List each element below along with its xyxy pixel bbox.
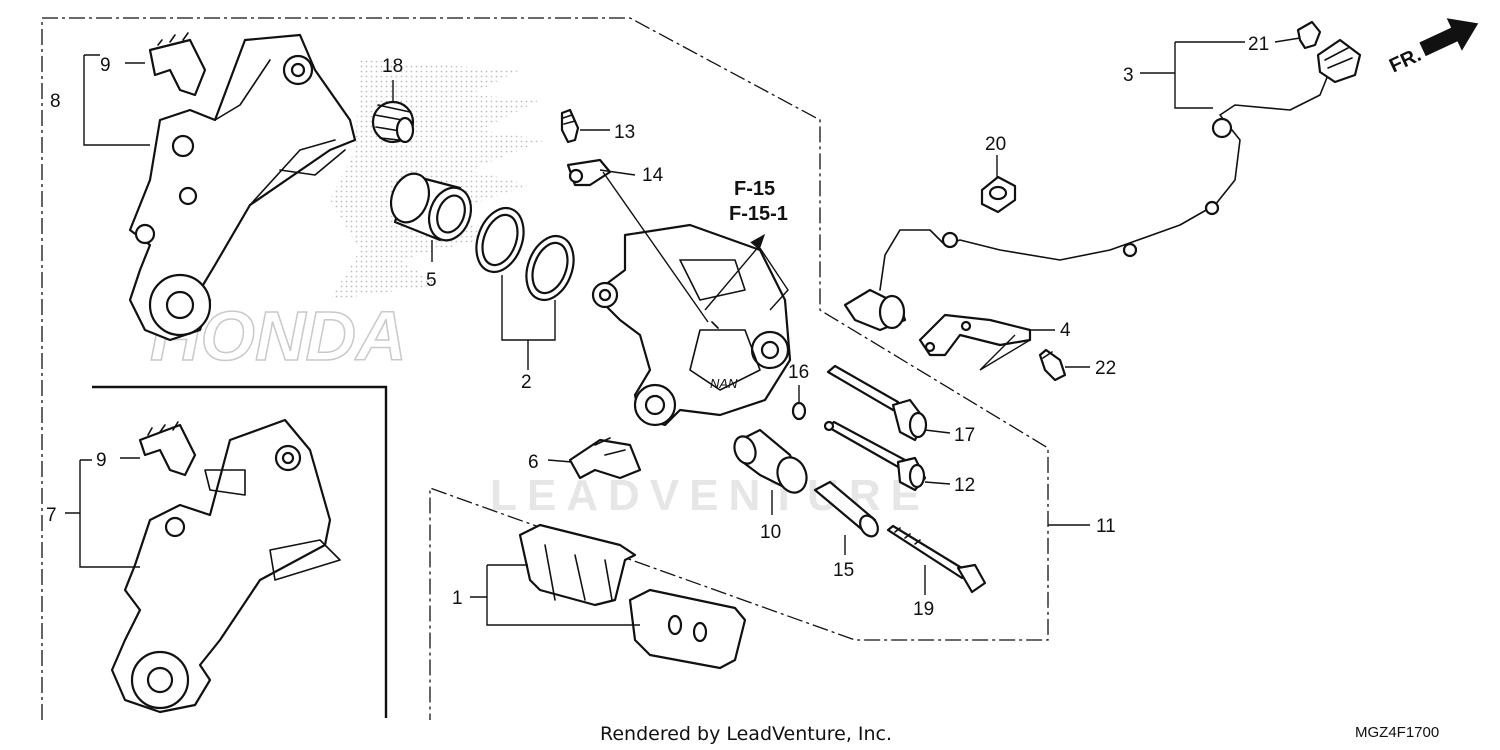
- svg-text:NAN: NAN: [710, 376, 738, 391]
- caliper-pin-bolt-17: [826, 364, 928, 442]
- inset-frame: [92, 385, 388, 718]
- pad-spring: [568, 437, 642, 480]
- callout-18: 18: [382, 56, 403, 77]
- abs-sensor-cable: [843, 38, 1362, 332]
- callout-16: 16: [788, 362, 809, 383]
- callout-4: 4: [1060, 320, 1071, 341]
- section-reference: F-15 F-15-1: [704, 178, 789, 311]
- caliper-bracket-upper: [128, 33, 357, 342]
- callout-8: 8: [50, 91, 61, 112]
- callout-9-upper: 9: [100, 55, 111, 76]
- callout-17: 17: [954, 425, 975, 446]
- callout-20: 20: [985, 134, 1006, 155]
- cable-clamp: [980, 175, 1017, 214]
- pin-sleeve: [813, 480, 879, 538]
- reference-label-top: F-15: [734, 178, 775, 200]
- front-direction-arrow: FR.: [1386, 18, 1479, 78]
- cable-clip: [1296, 20, 1322, 50]
- brake-pad-inner: [518, 523, 637, 607]
- callout-1: 1: [452, 588, 463, 609]
- caliper-piston: [389, 172, 473, 242]
- callout-2: 2: [521, 372, 532, 393]
- leader-lines: [65, 37, 1301, 626]
- callout-11: 11: [1096, 516, 1116, 537]
- callout-15: 15: [833, 560, 854, 581]
- callout-19: 19: [913, 599, 934, 620]
- callout-10: 10: [760, 522, 781, 543]
- callout-21: 21: [1248, 34, 1269, 55]
- assembly-boundary-outer: [41, 17, 1049, 720]
- caliper-body: NAN: [591, 223, 792, 427]
- mounting-bolt: [886, 524, 987, 594]
- boot-part: [371, 100, 415, 144]
- callout-3: 3: [1123, 65, 1134, 86]
- bleeder-screw: [560, 108, 580, 144]
- callout-12: 12: [954, 475, 975, 496]
- piston-seals: [475, 206, 575, 302]
- pin-boot: [733, 428, 808, 494]
- diagram-code: MGZ4F1700: [1355, 724, 1439, 741]
- render-credit: Rendered by LeadVenture, Inc.: [600, 723, 892, 745]
- callout-6: 6: [528, 452, 539, 473]
- reference-label-bottom: F-15-1: [729, 203, 788, 225]
- bracket-bolt: [1038, 348, 1067, 382]
- callout-13: 13: [614, 122, 635, 143]
- bleeder-cap: [566, 158, 612, 187]
- pad-spring-clip-lower: [138, 421, 197, 477]
- caliper-pin-bolt-12: [823, 420, 927, 492]
- callout-9-lower: 9: [96, 450, 107, 471]
- pad-spring-clip-upper: [148, 32, 207, 97]
- callout-22: 22: [1095, 358, 1116, 379]
- callout-7: 7: [46, 505, 57, 526]
- sealing-washer: [791, 401, 807, 421]
- caliper-bracket-lower: [110, 418, 341, 714]
- callout-numbers: 9 8 18 5 2 13 14 3 21 20 4 22 16 17 12 9…: [46, 34, 1269, 620]
- front-label: FR.: [1386, 44, 1424, 78]
- brake-pad-outer: [628, 588, 747, 670]
- sensor-bracket: [918, 313, 1032, 357]
- callout-14: 14: [642, 165, 664, 186]
- callout-5: 5: [426, 270, 437, 291]
